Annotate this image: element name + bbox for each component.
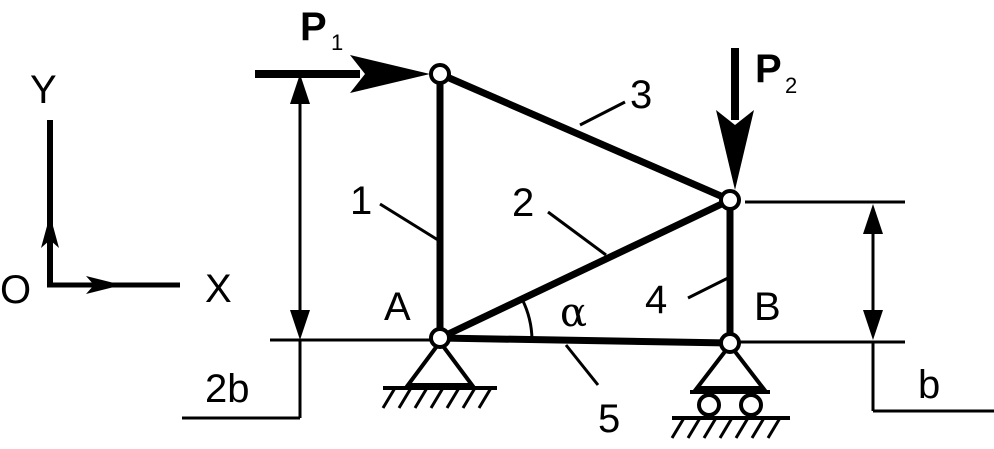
dim-right-arrow-down <box>863 310 883 340</box>
member-3-label: 3 <box>630 73 652 117</box>
angle-arc <box>520 298 534 341</box>
truss-joints <box>429 63 741 354</box>
leader-4 <box>687 276 729 300</box>
leader-5 <box>564 344 600 386</box>
pin-support-a <box>381 338 497 409</box>
diagram-labels: P 1 P 2 1 2 3 4 5 A B α 2b b <box>205 5 940 441</box>
reference-lines <box>182 200 994 420</box>
leader-3 <box>579 100 626 127</box>
force-p2-subscript: 2 <box>785 73 797 98</box>
roller-support-triangle <box>692 341 768 390</box>
joint-right <box>719 189 741 211</box>
member-1-label: 1 <box>350 179 372 223</box>
member-5-label: 5 <box>598 397 620 441</box>
coordinate-axes: Y X O <box>0 68 232 312</box>
y-axis-label: Y <box>30 68 57 112</box>
leader-2 <box>547 210 607 257</box>
truss-members <box>436 70 734 347</box>
dim-left-arrow-down <box>290 310 310 340</box>
joint-top <box>429 63 451 85</box>
force-p2-label: P <box>755 47 782 91</box>
x-axis-label: X <box>205 267 232 311</box>
dimension-b-label: b <box>918 363 940 407</box>
force-p2 <box>716 48 754 190</box>
member-2 <box>436 196 734 342</box>
force-p1-label: P <box>300 5 327 49</box>
origin-label: O <box>0 268 31 312</box>
x-axis-arrow <box>86 276 122 294</box>
ground-hatch-b <box>670 417 782 439</box>
force-p1 <box>255 55 430 93</box>
joint-a <box>429 327 451 349</box>
roller-support-b <box>670 341 790 439</box>
member-2-label: 2 <box>512 181 534 225</box>
ground-hatch-a <box>381 387 493 409</box>
member-3 <box>436 70 734 204</box>
dim-left-arrow-up <box>290 74 310 104</box>
force-p1-subscript: 1 <box>331 30 343 55</box>
leader-1 <box>379 202 439 242</box>
member-leaders <box>379 100 729 386</box>
node-a-label: A <box>384 285 411 329</box>
pin-support-triangle <box>404 338 476 387</box>
dimension-2b-label: 2b <box>205 367 250 411</box>
node-b-label: B <box>754 285 781 329</box>
y-axis-arrow <box>41 215 59 248</box>
force-p1-arrowhead <box>350 55 430 93</box>
force-p2-arrowhead <box>716 110 754 190</box>
member-5 <box>436 334 734 347</box>
roller-wheel-right <box>739 393 763 417</box>
dim-right-arrow-up <box>863 204 883 234</box>
angle-alpha-label: α <box>560 290 587 336</box>
roller-wheel-left <box>697 393 721 417</box>
dimension-arrows <box>290 74 883 340</box>
joint-b <box>719 332 741 354</box>
member-4-label: 4 <box>645 278 667 322</box>
